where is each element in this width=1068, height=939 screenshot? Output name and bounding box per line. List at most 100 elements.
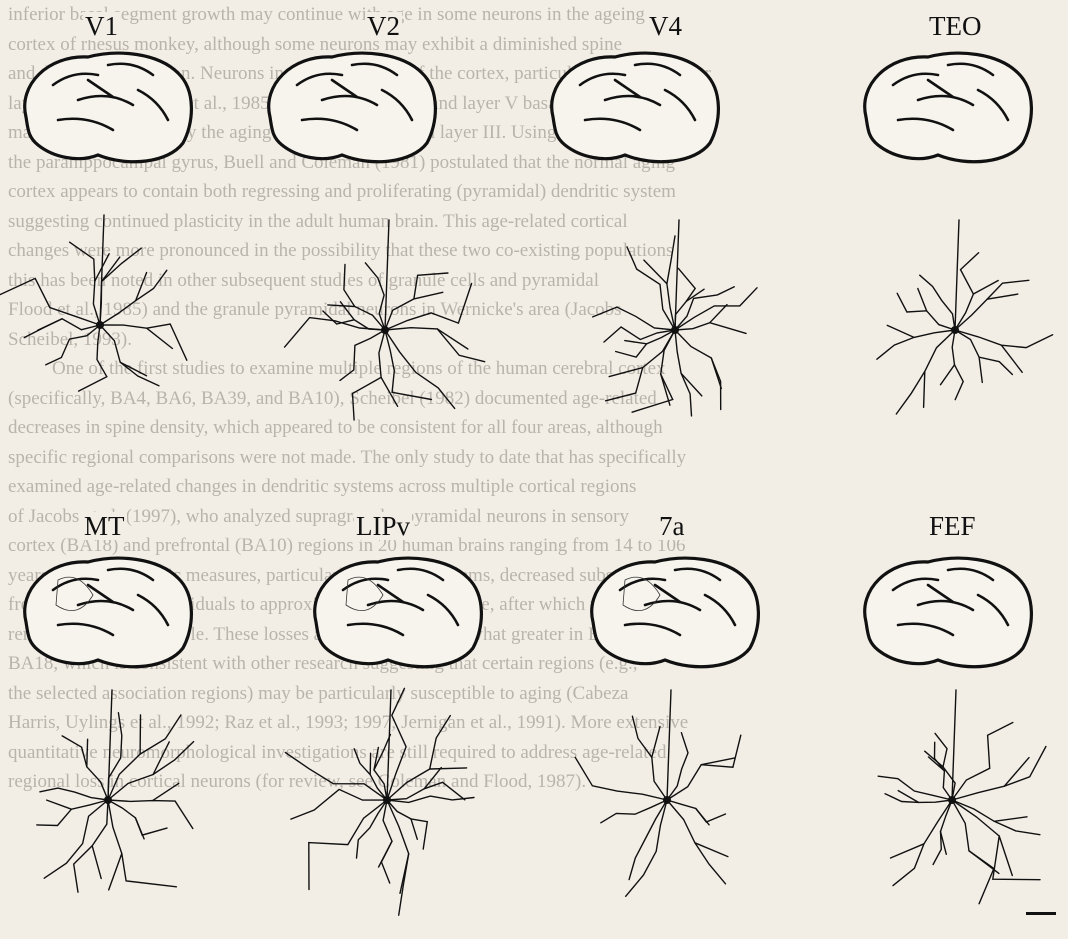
- neuron-soma: [948, 796, 956, 804]
- dendrite-branch: [681, 373, 702, 396]
- dendrite: [385, 328, 485, 362]
- panel-label-teo: TEO: [927, 12, 983, 40]
- brain-diagram: [25, 558, 192, 667]
- brain-outline: [592, 558, 759, 667]
- dendrite-branch: [414, 292, 443, 299]
- neuron-drawing: [593, 220, 757, 416]
- dendrite: [40, 788, 108, 800]
- neuron-drawing: [575, 690, 741, 896]
- dendrite: [952, 800, 994, 904]
- dendrite: [385, 330, 455, 408]
- apical-dendrite: [387, 690, 391, 800]
- dendrite-branch: [609, 368, 643, 377]
- neuron-soma: [663, 796, 671, 804]
- brain-diagram: [269, 53, 436, 162]
- dendrite-branch: [925, 751, 943, 767]
- dendrite: [37, 800, 108, 826]
- dendrite: [601, 800, 667, 823]
- dendrite-branch: [979, 357, 982, 382]
- dendrite: [100, 270, 167, 325]
- dendrite: [675, 323, 746, 334]
- dendrite-branch: [147, 328, 173, 348]
- brain-outline: [25, 53, 192, 162]
- dendrite-branch: [340, 302, 354, 320]
- scale-bar: [1026, 912, 1056, 915]
- neuron-soma: [951, 326, 959, 334]
- dendrite-branch: [918, 289, 927, 311]
- dendrite-branch: [625, 341, 647, 344]
- dendrite: [0, 278, 100, 325]
- panel-label-lipv: LIPv: [354, 512, 412, 540]
- dendrite: [667, 733, 688, 800]
- dendrite: [675, 330, 692, 416]
- dendrite: [667, 735, 741, 800]
- dendrite-branch: [102, 257, 120, 281]
- brain-outline: [25, 558, 192, 667]
- dendrite-branch: [1001, 345, 1022, 372]
- dendrite: [675, 268, 695, 330]
- dendrite: [79, 325, 107, 391]
- dendrite: [70, 242, 100, 325]
- dendrite: [897, 293, 955, 330]
- dendrite-branch: [652, 727, 660, 758]
- panel-label-mt: MT: [82, 512, 127, 540]
- panel-label-7a: 7a: [657, 512, 686, 540]
- dendrite: [933, 800, 952, 865]
- dendrite: [667, 236, 675, 330]
- dendrite: [100, 325, 159, 386]
- dendrite-branch: [701, 758, 735, 765]
- panel-label-v1: V1: [83, 12, 120, 40]
- dendrite-branch: [430, 768, 467, 769]
- dendrite: [357, 800, 388, 858]
- dendrite-branch: [437, 329, 468, 349]
- apical-dendrite: [955, 220, 959, 330]
- dendrite-branch: [686, 289, 704, 301]
- brain-outline: [269, 53, 436, 162]
- dendrite: [108, 800, 176, 887]
- brain-diagram: [25, 53, 192, 162]
- brain-outline: [865, 53, 1032, 162]
- dendrite-branch: [109, 854, 122, 890]
- dendrite: [340, 330, 385, 380]
- dendrite: [952, 800, 1040, 880]
- neuron-drawing: [877, 220, 1053, 414]
- dendrite-branch: [644, 260, 667, 284]
- dendrite: [46, 325, 100, 365]
- panel-label-v2: V2: [365, 12, 402, 40]
- dendrite: [323, 311, 385, 330]
- dendrite: [100, 324, 187, 360]
- dendrite: [108, 800, 167, 835]
- panel-label-v4: V4: [647, 12, 684, 40]
- dendrite: [877, 330, 955, 359]
- dendrite: [952, 330, 963, 400]
- dendrite-branch: [381, 377, 398, 406]
- brain-diagram: [865, 53, 1032, 162]
- brain-diagram: [865, 558, 1032, 667]
- neuron-soma: [383, 796, 391, 804]
- dendrite: [365, 263, 385, 330]
- neuron-soma: [96, 321, 104, 329]
- dendrite-branch: [924, 371, 925, 407]
- dendrite: [606, 330, 675, 401]
- neuron-drawing: [878, 690, 1046, 904]
- dendrite-branch: [328, 305, 355, 307]
- dendrite: [920, 275, 955, 330]
- dendrite: [387, 800, 409, 915]
- dendrite: [935, 742, 953, 800]
- panel-label-fef: FEF: [927, 512, 978, 540]
- neuron-drawing: [37, 690, 194, 892]
- dendrite: [675, 330, 721, 410]
- dendrite: [955, 253, 979, 330]
- dendrite-branch: [999, 836, 1012, 876]
- dendrite: [381, 800, 392, 883]
- brain-outline: [552, 53, 719, 162]
- brain-diagram: [552, 53, 719, 162]
- dendrite: [955, 330, 1012, 375]
- dendrite-branch: [153, 783, 179, 800]
- apical-dendrite: [385, 220, 389, 330]
- dendrite: [108, 800, 193, 829]
- neuron-drawing: [285, 220, 485, 420]
- dendrite: [675, 288, 757, 330]
- neuron-soma: [671, 326, 679, 334]
